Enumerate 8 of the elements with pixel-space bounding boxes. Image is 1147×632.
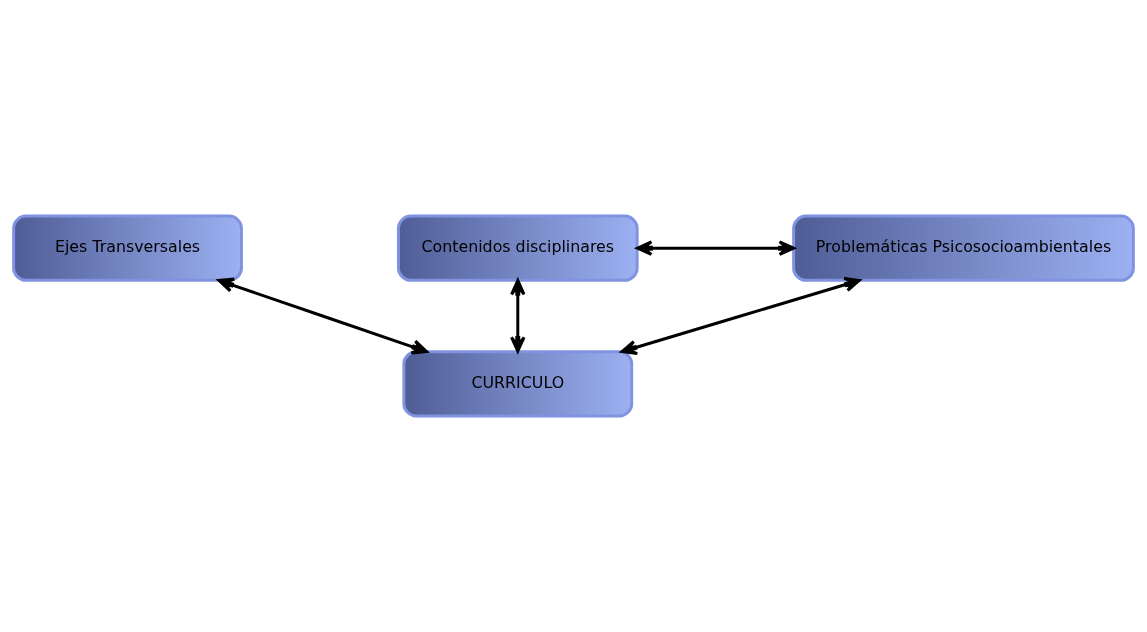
arrow <box>217 277 428 355</box>
node-box: Ejes Transversales <box>12 214 243 282</box>
arrow <box>510 279 526 353</box>
node-box: Problemáticas Psicosocioambientales <box>792 214 1135 282</box>
arrow <box>636 240 795 256</box>
node-box: Contenidos disciplinares <box>396 214 639 282</box>
arrow <box>620 276 861 356</box>
node-box: CURRICULO <box>402 350 634 418</box>
